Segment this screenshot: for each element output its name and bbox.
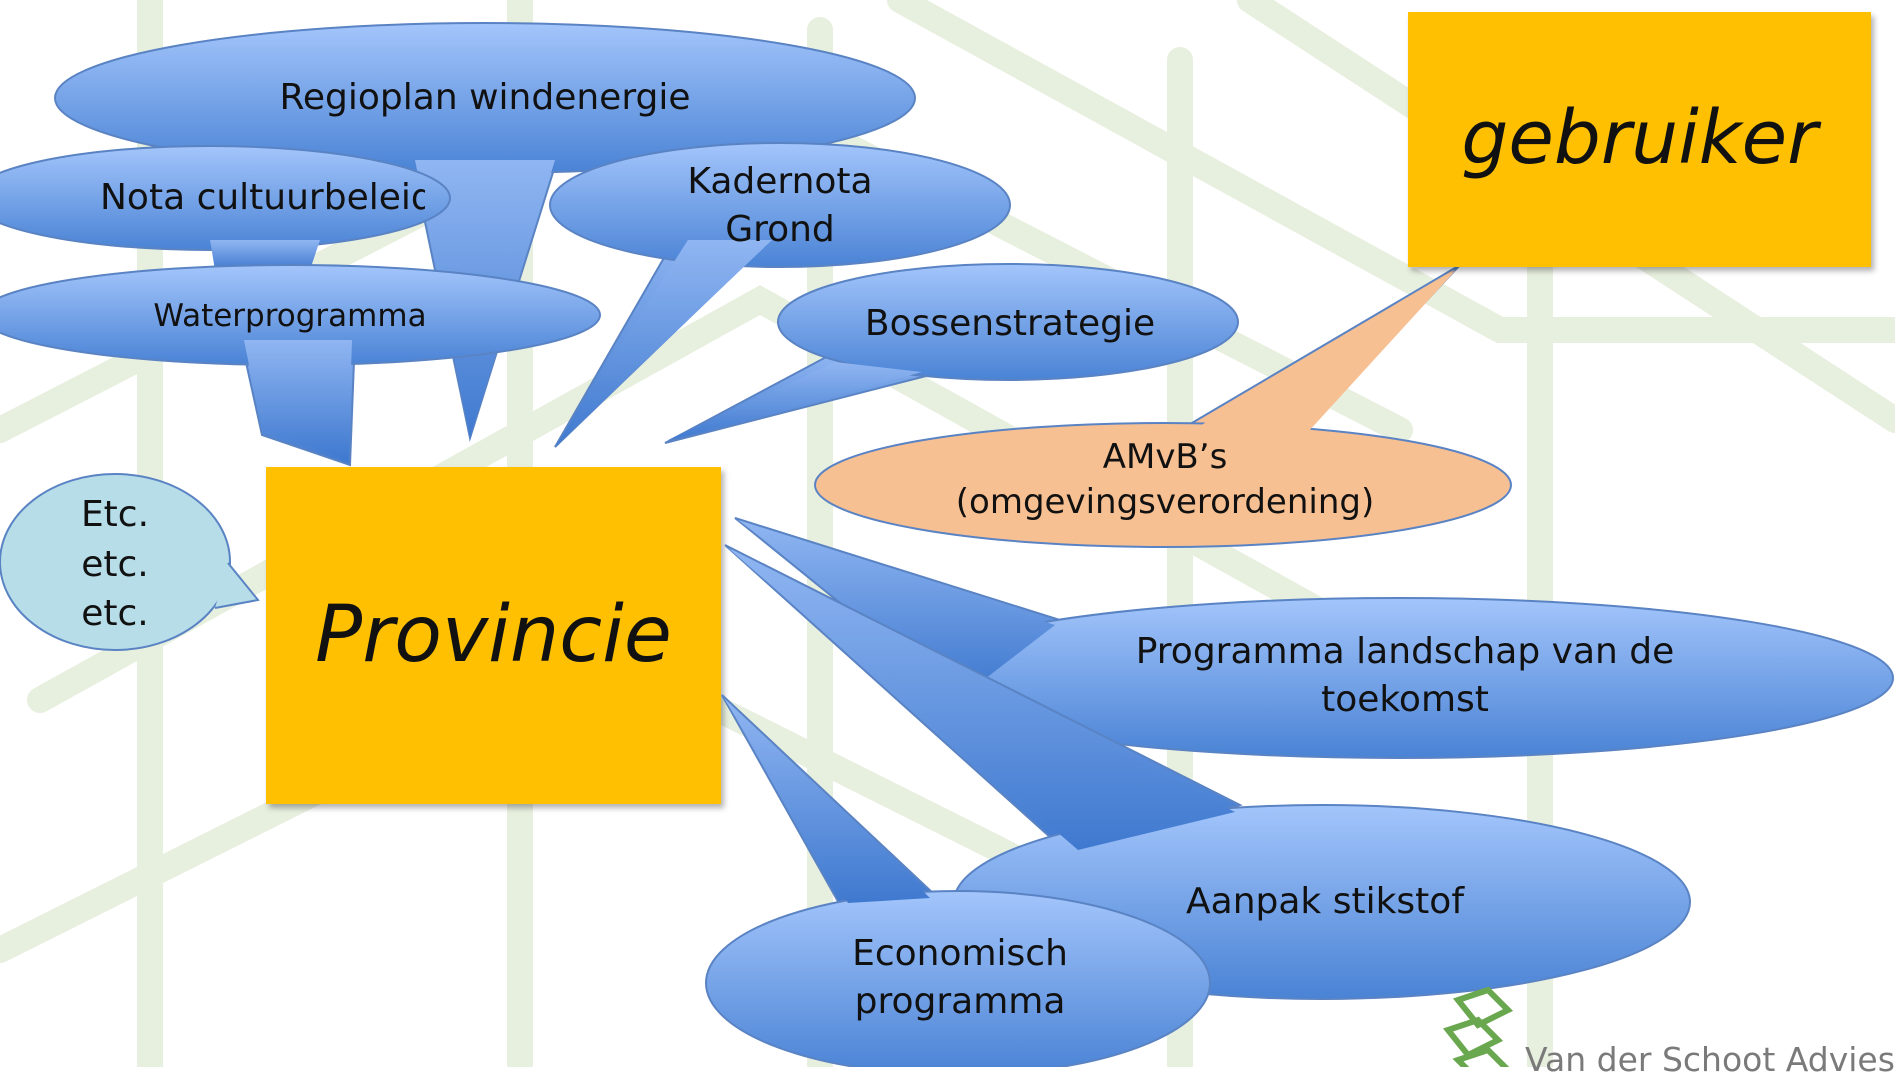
landschap-bubble bbox=[734, 517, 1894, 759]
bossenstrategie-bubble bbox=[664, 263, 1239, 444]
landschap-label: Programma landschap van de toekomst bbox=[1095, 628, 1715, 723]
kadernota-line2: Grond bbox=[725, 208, 835, 250]
regioplan-label: Regioplan windenergie bbox=[279, 77, 691, 118]
gebruiker-label: gebruiker bbox=[1461, 95, 1818, 181]
bossenstrategie-label: Bossenstrategie bbox=[864, 303, 1156, 344]
nota-cultuur-bubble bbox=[0, 145, 451, 270]
etc-bubble bbox=[0, 473, 260, 651]
leaf-logo-icon bbox=[1442, 986, 1514, 1067]
kadernota-bubble bbox=[549, 142, 1011, 448]
amvb-label: AMvB’s (omgevingsverordening) bbox=[920, 435, 1410, 525]
nota-cultuur-text: Nota cultuurbeleid bbox=[100, 177, 425, 218]
nota-cultuur-label: Nota cultuurbeleid bbox=[100, 174, 425, 222]
amvb-line2: (omgevingsverordening) bbox=[955, 481, 1375, 522]
economisch-label: Economisch programma bbox=[810, 930, 1110, 1025]
provincie-box bbox=[266, 467, 721, 804]
gebruiker-box bbox=[1408, 12, 1871, 267]
etc-line3: etc. bbox=[81, 593, 149, 635]
landschap-line2: toekomst bbox=[1321, 678, 1489, 720]
waterprogramma-bubble bbox=[0, 264, 601, 467]
economisch-line1: Economisch bbox=[852, 933, 1068, 974]
etc-line1: Etc. bbox=[80, 494, 150, 535]
amvb-line1: AMvB’s bbox=[1102, 437, 1228, 477]
logo-text: Van der Schoot Advies bbox=[1525, 1040, 1895, 1079]
waterprogramma-label: Waterprogramma bbox=[153, 298, 427, 334]
kadernota-label: Kadernota Grond bbox=[640, 158, 920, 253]
landschap-line1: Programma landschap van de bbox=[1135, 631, 1675, 672]
economisch-line2: programma bbox=[854, 980, 1066, 1022]
kadernota-line1: Kadernota bbox=[687, 161, 873, 202]
etc-line2: etc. bbox=[81, 543, 149, 585]
stikstof-label: Aanpak stikstof bbox=[1186, 881, 1464, 922]
amvb-bubble bbox=[814, 264, 1512, 548]
economisch-bubble bbox=[705, 694, 1211, 1067]
provincie-label: Provincie bbox=[315, 590, 672, 680]
etc-label: Etc. etc. etc. bbox=[40, 490, 190, 639]
